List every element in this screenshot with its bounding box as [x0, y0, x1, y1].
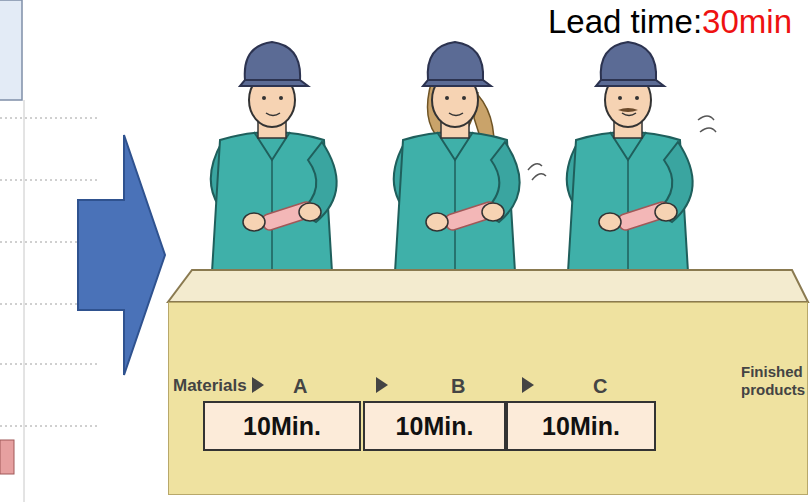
table-front: Materials A B C Finished products 10Min. 10Min…	[168, 302, 808, 495]
worker-figure	[394, 42, 520, 272]
worker-figure	[567, 42, 693, 272]
lead-time-value: 30min	[702, 3, 792, 40]
table-top	[168, 270, 808, 302]
process-letter: A	[293, 374, 317, 398]
heading: Lead time:30min	[548, 2, 792, 42]
motion-marks	[528, 116, 716, 180]
duration-text: 10Min.	[396, 412, 474, 441]
worker-moustache	[618, 108, 638, 112]
duration-text: 10Min.	[243, 412, 321, 441]
process-letter: C	[593, 374, 617, 398]
worker-figure	[211, 42, 337, 272]
duration-text: 10Min.	[542, 412, 620, 441]
time-box: 10Min.	[506, 401, 656, 451]
slide-fragment	[0, 440, 14, 474]
stage-label: Finished products	[741, 363, 807, 399]
block-arrow	[78, 135, 165, 375]
slide-box	[0, 0, 22, 100]
flow-triangle	[376, 377, 388, 393]
lead-time-caption: Lead time:	[548, 3, 702, 40]
time-box: 10Min.	[363, 401, 506, 451]
time-box: 10Min.	[203, 401, 361, 451]
stage-label: Materials	[173, 376, 263, 396]
process-letter: B	[451, 374, 475, 398]
slide-rule	[24, 100, 25, 502]
flow-triangle	[522, 377, 534, 393]
flow-triangle	[252, 377, 264, 393]
